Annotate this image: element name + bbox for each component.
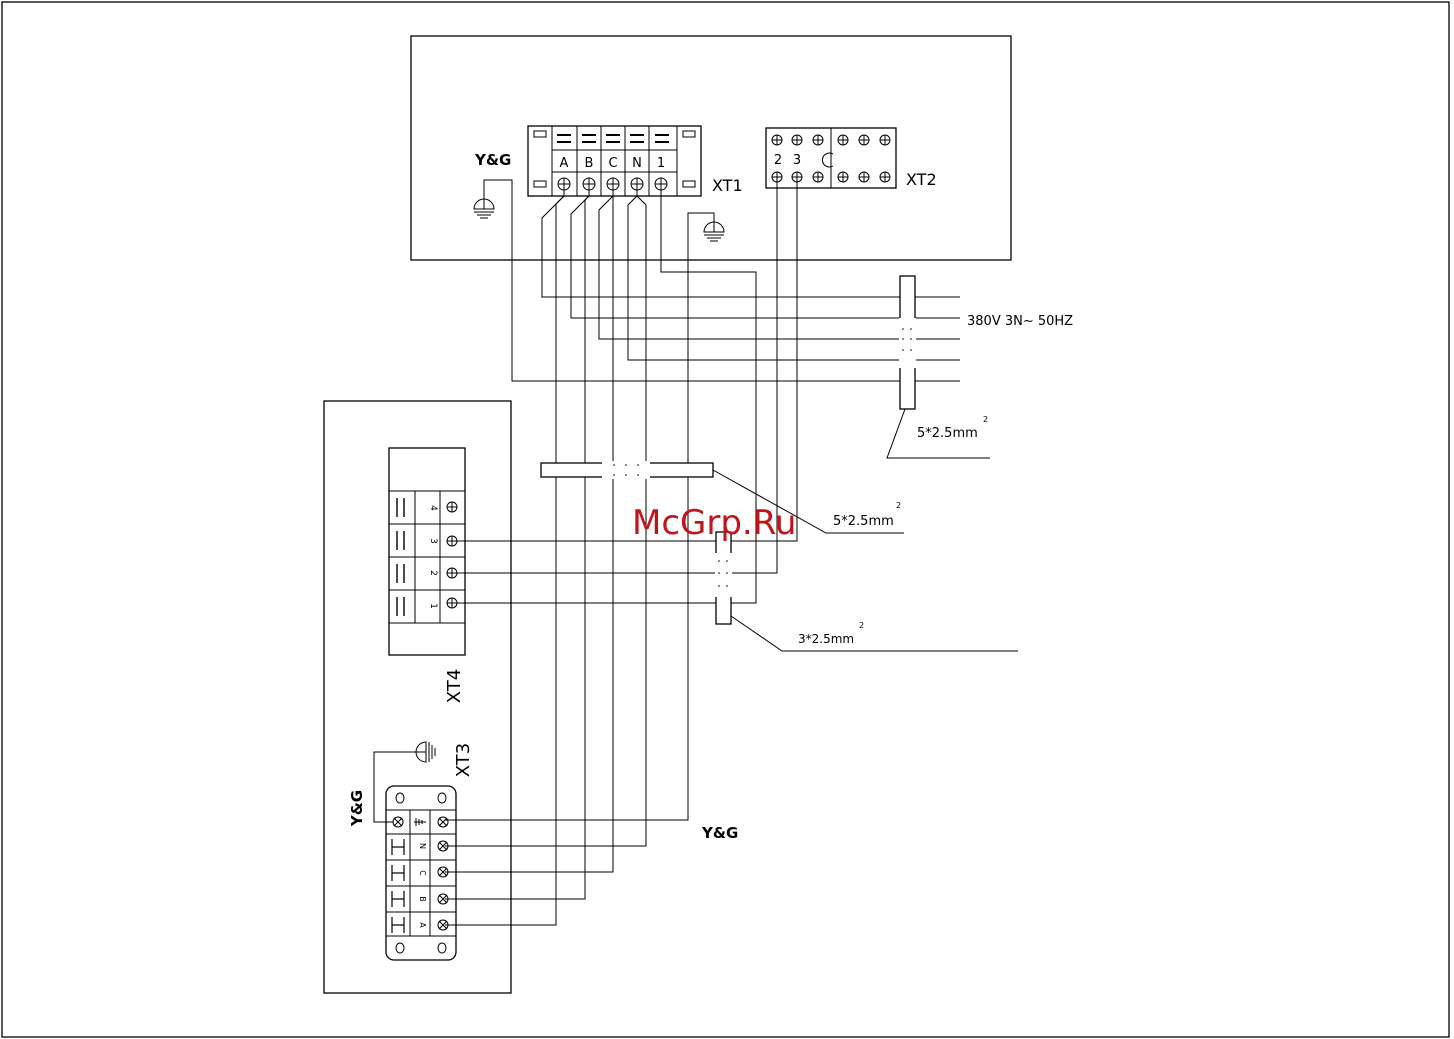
- xt1-label-1: 1: [657, 156, 665, 171]
- outdoor-unit-box: [411, 36, 1011, 260]
- watermark: McGrp.Ru: [632, 503, 796, 543]
- control-cable-superscript: 2: [859, 621, 864, 630]
- xt4-label-3: 3: [428, 538, 438, 544]
- xt2-label-2: 2: [774, 153, 782, 168]
- indoor-cable-label: 5*2.5mm: [833, 514, 894, 529]
- xt1-label-c: C: [608, 156, 617, 171]
- indoor-cable-superscript: 2: [896, 501, 901, 510]
- xt4-label-2: 2: [428, 570, 438, 576]
- supply-cable-superscript: 2: [983, 415, 988, 424]
- indoor-power-wires: [445, 196, 646, 925]
- xt4-name: XT4: [444, 669, 465, 703]
- power-supply-label: 380V 3N~ 50HZ: [967, 314, 1073, 329]
- ground-icon-top-left: [474, 180, 960, 381]
- xt3-label-a: A: [418, 922, 427, 928]
- xt3-name: XT3: [453, 743, 474, 777]
- supply-wires: [542, 190, 960, 360]
- indoor-unit-box: [324, 401, 511, 993]
- xt1-label-a: A: [560, 156, 569, 171]
- control-cable-sleeve: [715, 532, 1018, 651]
- xt1-label-b: B: [585, 156, 594, 171]
- ground-label-indoor: Y&G: [348, 790, 366, 827]
- ground-label-indoor-wire: Y&G: [701, 824, 738, 842]
- xt1-label-n: N: [632, 156, 642, 171]
- terminal-block-xt2: [766, 128, 896, 188]
- xt3-label-n: N: [418, 843, 427, 849]
- terminal-block-xt4: [389, 448, 465, 655]
- control-cable-label: 3*2.5mm: [798, 632, 854, 646]
- supply-cable-label: 5*2.5mm: [917, 426, 978, 441]
- xt2-name: XT2: [906, 170, 937, 189]
- xt3-label-c: C: [418, 870, 427, 876]
- xt4-label-1: 1: [428, 603, 438, 609]
- xt1-name: XT1: [712, 176, 743, 195]
- xt2-label-3: 3: [793, 153, 801, 168]
- xt3-label-b: B: [418, 896, 427, 902]
- xt4-label-4: 4: [428, 505, 438, 511]
- ground-label-top: Y&G: [474, 151, 511, 169]
